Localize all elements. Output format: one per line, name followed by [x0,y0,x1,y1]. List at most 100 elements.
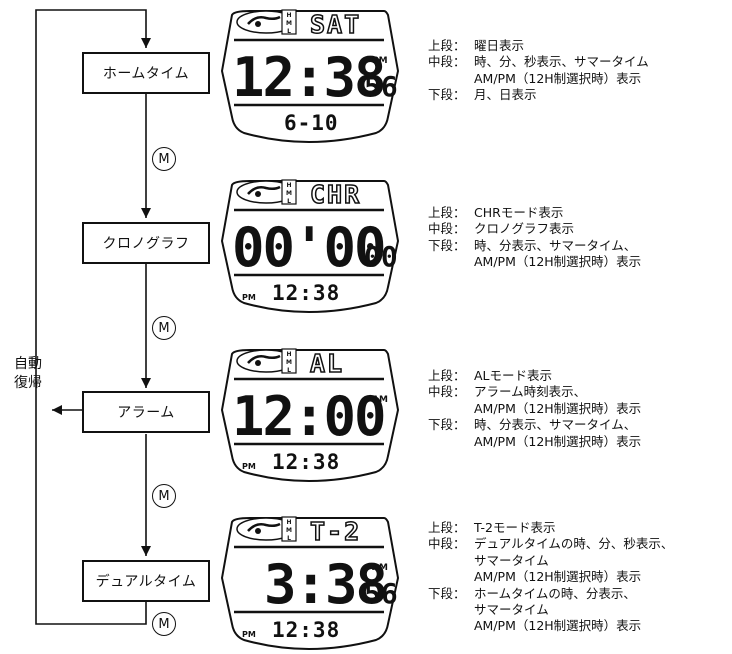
mode-label: ホームタイム [102,66,190,82]
display-ampm-indicator: AM [372,563,388,573]
description-text: AM/PM（12H制選択時）表示 [474,254,642,270]
mode-button-icon: M [152,612,176,636]
display-ampm-indicator: PM [372,56,388,66]
description-text: T-2モード表示 [474,520,556,535]
hml-indicator-glyph: L [287,367,291,374]
description-text: クロノグラフ表示 [474,221,575,237]
description-row: 上段：ALモード表示 [428,368,641,384]
hml-indicator-box [281,348,297,374]
hml-indicator-glyph: H [286,12,291,19]
description-row: 下段：時、分表示、サマータイム、 [428,417,641,433]
display-seconds-digits: 56 [364,70,398,103]
display-top-text: T-2 [310,517,361,546]
display-bottom-text: 12:38 [272,618,340,642]
mode-label: クロノグラフ [102,236,190,252]
description-row: サマータイム [428,553,673,569]
logo-swoosh [247,354,281,364]
hml-indicator-glyph: M [286,527,292,534]
display-seconds-digits: 56 [364,577,398,610]
description-key: 上段： [428,520,466,535]
mode-button-label: M [158,616,170,632]
display-ampm-indicator: AM [372,395,388,405]
logo-mark-icon [255,21,261,27]
description-alarm: 上段：ALモード表示中段：アラーム時刻表示、AM/PM（12H制選択時）表示下段… [428,368,641,450]
display-bottom-ampm: PM [242,630,256,639]
mode-label: デュアルタイム [95,574,197,590]
description-text: CHRモード表示 [474,205,564,220]
description-text: AM/PM（12H制選択時）表示 [474,433,642,449]
description-row: AM/PM（12H制選択時）表示 [428,434,641,450]
description-key [428,602,474,618]
description-row: AM/PM（12H制選択時）表示 [428,401,641,417]
hml-indicator-box [281,516,297,542]
logo-mark-icon [255,528,261,534]
auto-return-line-2: 復帰 [14,375,42,391]
description-key [428,254,474,270]
logo-swoosh [247,185,281,195]
mode-button-label: M [158,488,170,504]
watch-case-outline [220,349,400,482]
mode-box-dual-time[interactable]: デュアルタイム [82,560,210,602]
description-text: サマータイム [474,602,549,618]
description-key [428,618,474,634]
logo-mark-icon [255,191,261,197]
display-main-digits: 3:38 [264,553,386,616]
logo-mark-icon [255,360,261,366]
description-row: 上段： T-2モード表示 [428,520,673,536]
description-text: AM/PM（12H制選択時）表示 [474,618,642,634]
hml-indicator-glyph: L [287,28,291,35]
mode-box-home-time[interactable]: ホームタイム [82,52,210,94]
auto-return-line-1: 自動 [14,356,42,372]
logo-swoosh [247,522,281,532]
display-top-text: CHR [310,180,361,209]
display-bottom-text: 6-10 [284,111,339,135]
description-key: 中段： [428,384,466,400]
mode-button-icon: M [152,316,176,340]
display-bottom-ampm: PM [242,293,256,302]
description-key [428,401,474,417]
description-row: AM/PM（12H制選択時）表示 [428,71,649,87]
description-text: 月、日表示 [474,87,537,103]
description-text: 曜日表示 [474,38,525,53]
description-key: 上段： [428,205,466,220]
mode-button-icon: M [152,484,176,508]
description-row: 中段：アラーム時刻表示、 [428,384,641,400]
display-main-digits: 12:00 [232,385,385,448]
description-row: AM/PM（12H制選択時）表示 [428,254,641,270]
hml-indicator-glyph: H [286,182,291,189]
hml-indicator-box [281,9,297,35]
description-key: 中段： [428,54,466,70]
display-seconds-digits: 00 [364,240,398,273]
description-row: AM/PM（12H制選択時）表示 [428,618,673,634]
description-row: 上段： CHRモード表示 [428,205,641,221]
description-text: デュアルタイムの時、分、秒表示、 [474,536,674,552]
description-key: 下段： [428,417,466,433]
logo-swoosh [247,15,281,25]
description-key: 上段： [428,38,466,53]
watch-case-outline [220,517,400,650]
description-key: 下段： [428,585,466,601]
hml-indicator-glyph: H [286,351,291,358]
watch-case-outline [220,10,400,143]
mode-button-icon: M [152,147,176,171]
mode-box-chronograph[interactable]: クロノグラフ [82,222,210,264]
description-key [428,553,474,569]
hml-indicator-glyph: H [286,519,291,526]
description-key [428,434,474,450]
description-row: 中段：デュアルタイムの時、分、秒表示、 [428,536,673,552]
description-chronograph: 上段：CHRモード表示中段：クロノグラフ表示下段：時、分表示、サマータイム、AM… [428,205,641,271]
return-loop-line [35,9,151,625]
description-key [428,569,474,585]
mode-box-alarm[interactable]: アラーム [82,391,210,433]
description-row: 中段：クロノグラフ表示 [428,221,641,237]
description-row: AM/PM（12H制選択時）表示 [428,569,673,585]
mode-label: アラーム [117,405,175,421]
display-top-text: AL [310,349,344,378]
description-text: AM/PM（12H制選択時）表示 [474,569,642,585]
description-text: サマータイム [474,552,549,568]
display-bottom-text: 12:38 [272,450,340,474]
